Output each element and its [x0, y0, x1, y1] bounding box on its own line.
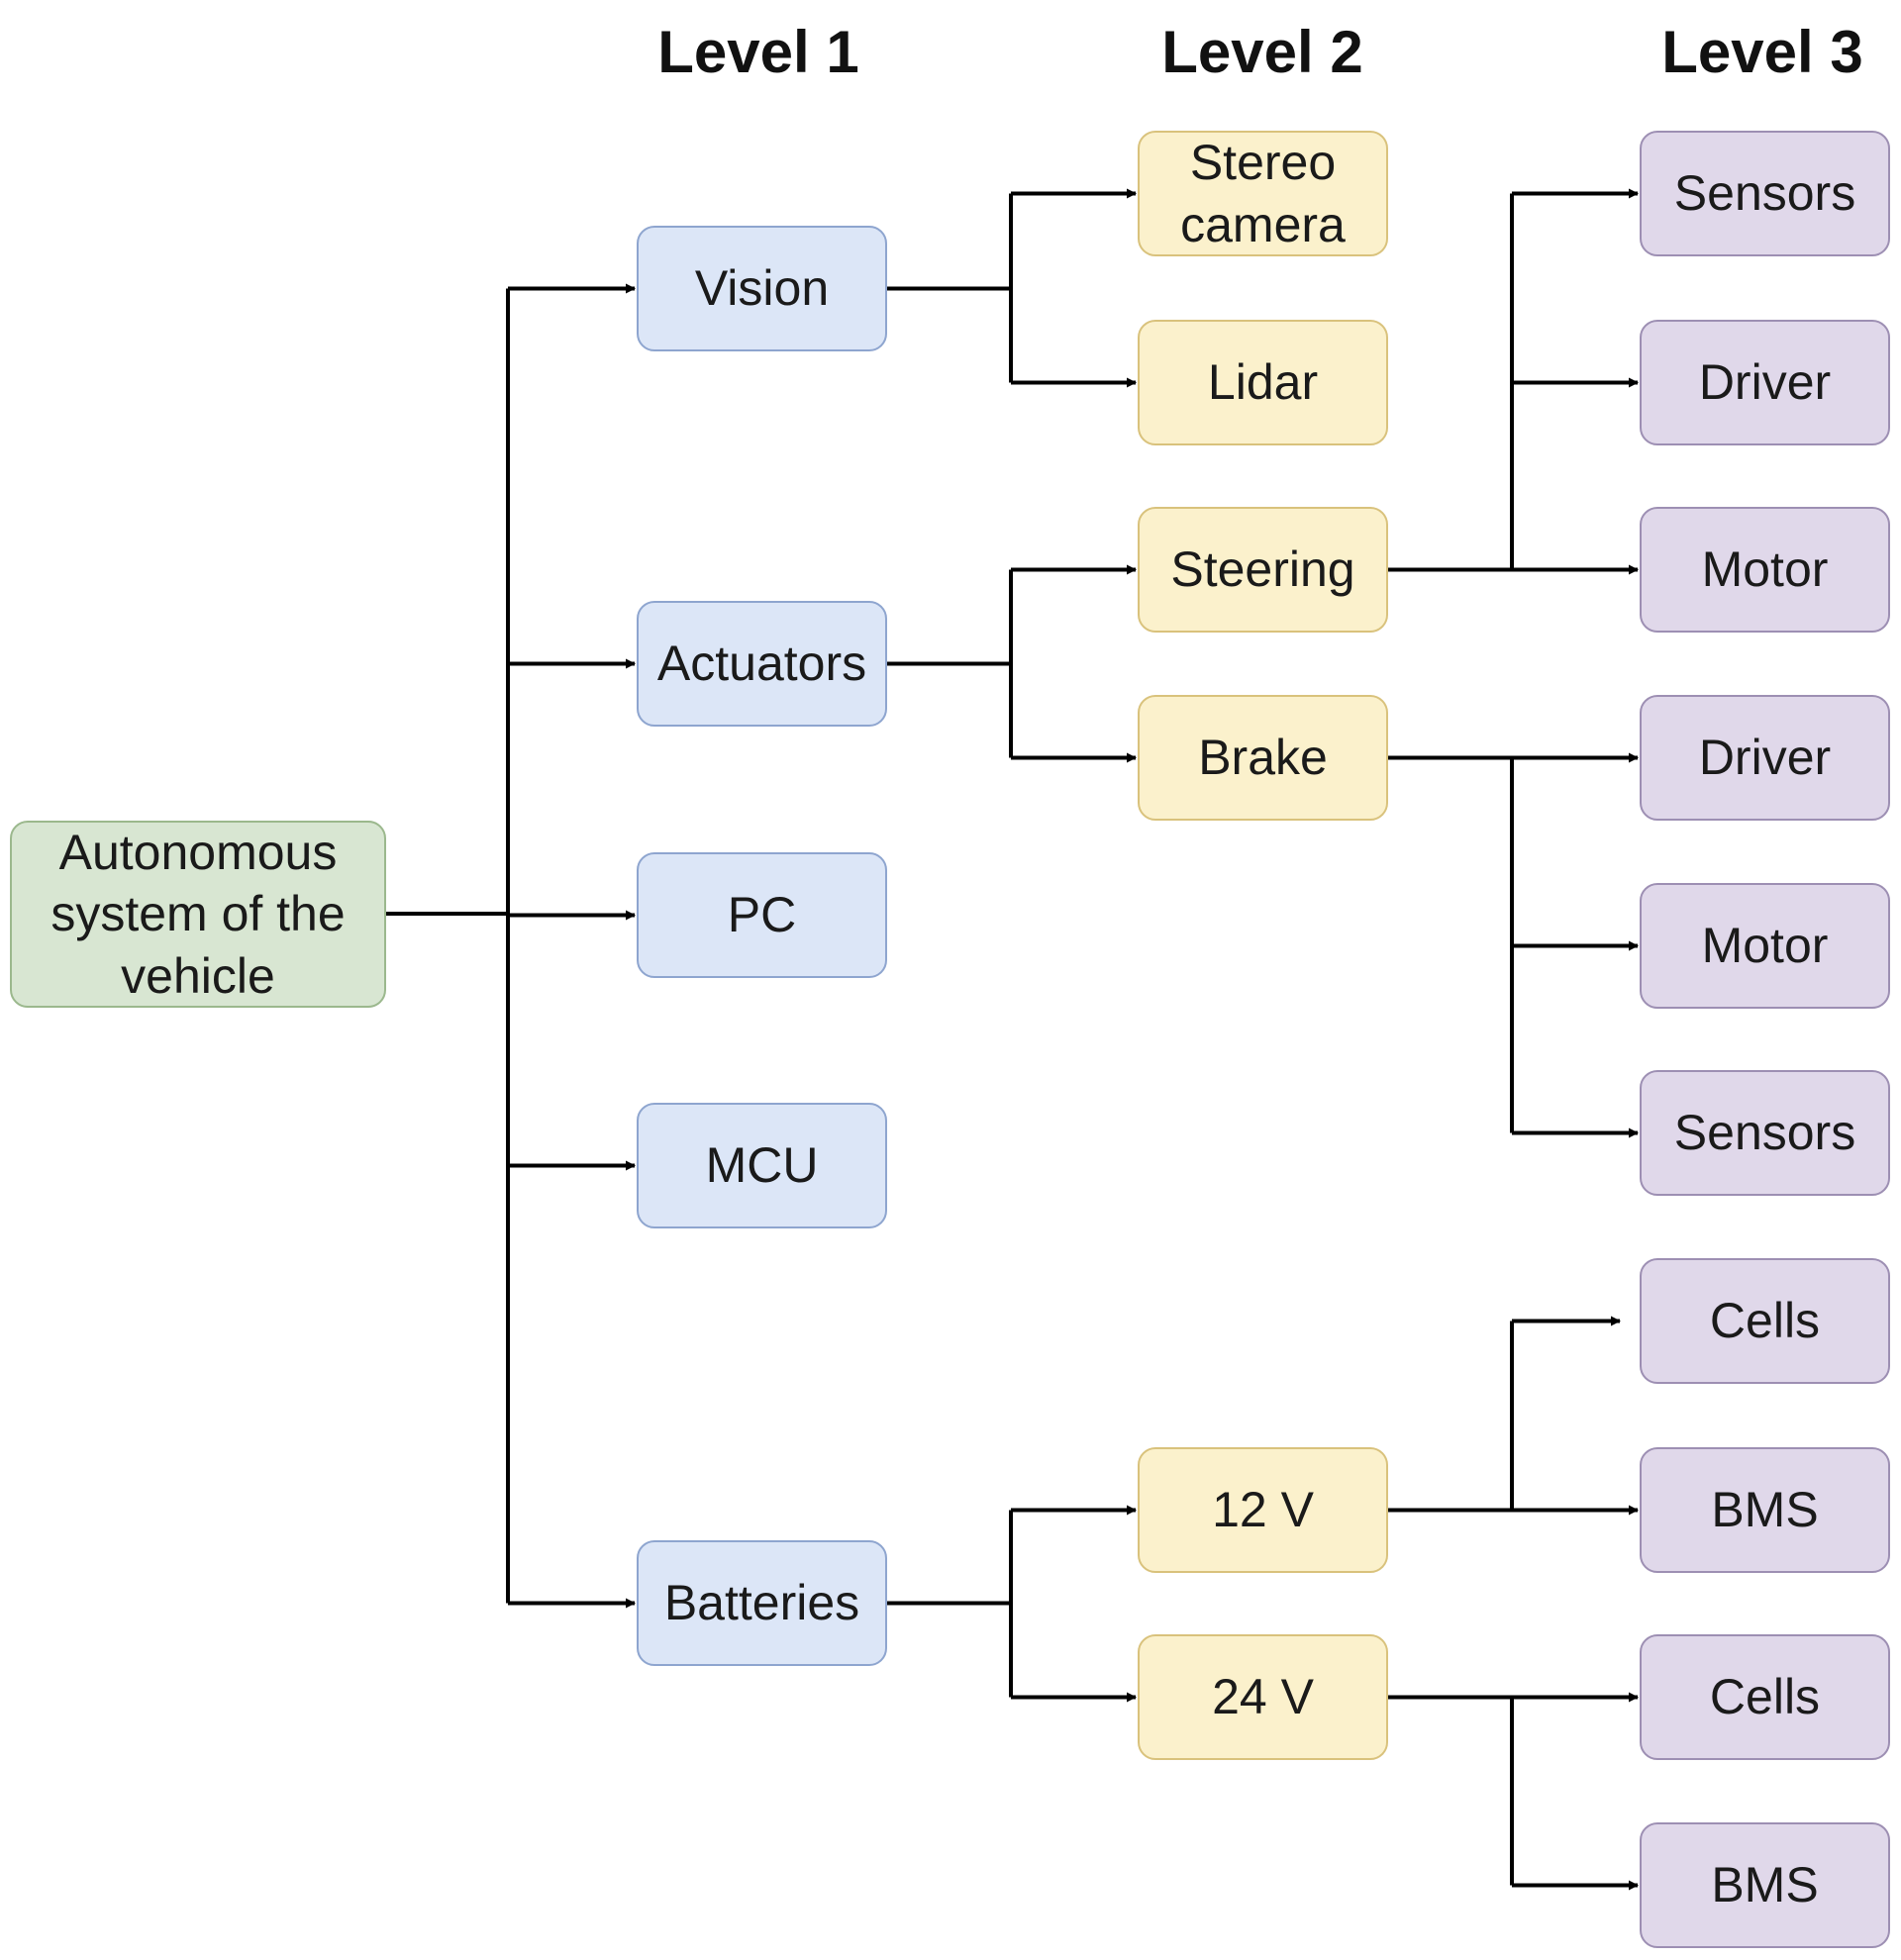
level2-node-stereo: Stereo camera — [1138, 131, 1388, 256]
root-node: Autonomous system of the vehicle — [10, 821, 386, 1008]
level3-node-s1: Sensors — [1640, 131, 1890, 256]
level3-node-m1: Motor — [1640, 507, 1890, 633]
header-level-1: Level 1 — [657, 19, 859, 85]
level3-node-d2: Driver — [1640, 695, 1890, 821]
header-level-3: Level 3 — [1661, 19, 1863, 85]
level3-node-d1: Driver — [1640, 320, 1890, 445]
level3-node-b2: BMS — [1640, 1822, 1890, 1948]
level2-node-steering: Steering — [1138, 507, 1388, 633]
level1-node-mcu: MCU — [637, 1103, 887, 1228]
level3-node-s2: Sensors — [1640, 1070, 1890, 1196]
level1-node-pc: PC — [637, 852, 887, 978]
level1-node-vision: Vision — [637, 226, 887, 351]
level3-node-c2: Cells — [1640, 1634, 1890, 1760]
header-level-2: Level 2 — [1161, 19, 1363, 85]
level3-node-m2: Motor — [1640, 883, 1890, 1009]
level3-node-b1: BMS — [1640, 1447, 1890, 1573]
level2-node-brake: Brake — [1138, 695, 1388, 821]
level1-node-actuators: Actuators — [637, 601, 887, 727]
level2-node-v12: 12 V — [1138, 1447, 1388, 1573]
level1-node-batteries: Batteries — [637, 1540, 887, 1666]
level3-node-c1: Cells — [1640, 1258, 1890, 1384]
level2-node-v24: 24 V — [1138, 1634, 1388, 1760]
level2-node-lidar: Lidar — [1138, 320, 1388, 445]
